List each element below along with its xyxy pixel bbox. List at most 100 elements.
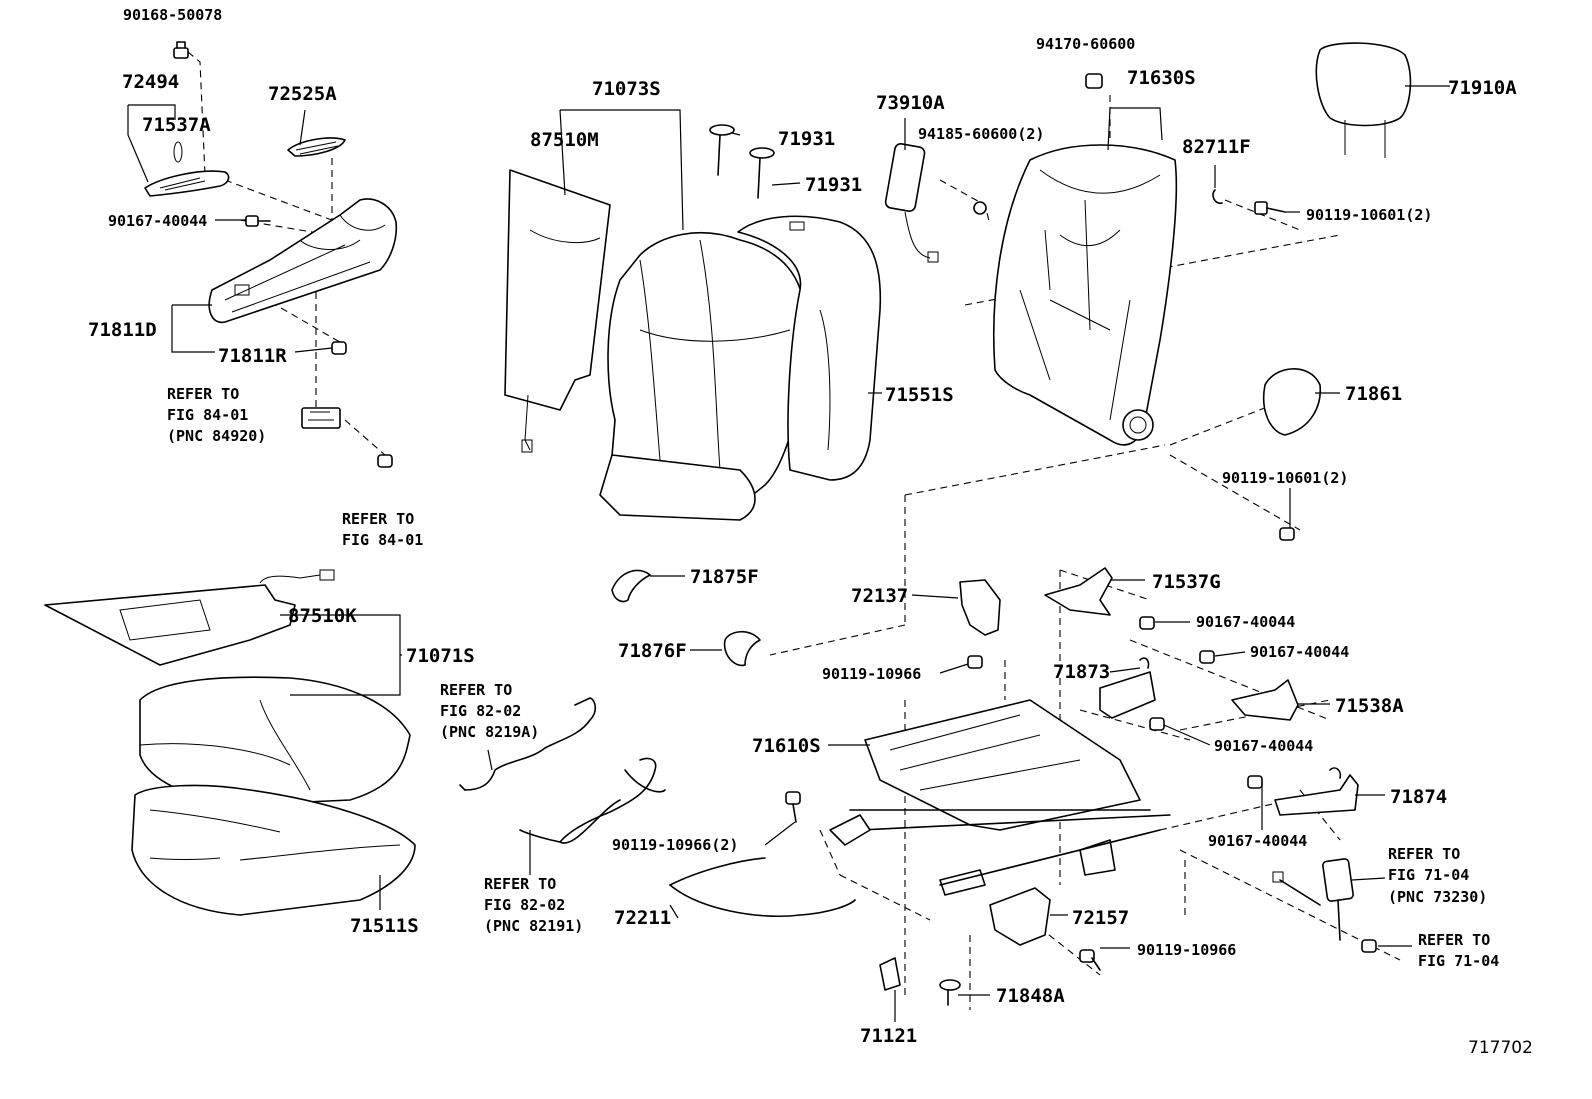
refer-71-04-a-line2: FIG 71-04 — [1388, 866, 1469, 884]
label-87510m: 87510M — [530, 129, 599, 151]
part-labels: 90168-50078 72494 71537A 72525A 90167-40… — [88, 6, 1533, 1058]
bracket-71121 — [879, 957, 901, 991]
seatback-group — [504, 124, 882, 521]
label-71538a: 71538A — [1335, 695, 1404, 717]
label-90119-10966-b: 90119-10966(2) — [612, 836, 738, 854]
label-90119-10601-a: 90119-10601(2) — [1306, 206, 1432, 224]
label-71910a: 71910A — [1448, 77, 1517, 99]
label-90167-40044-e: 90167-40044 — [1208, 832, 1307, 850]
label-73910a: 73910A — [876, 92, 945, 114]
armrest-71811d — [208, 198, 398, 324]
bracket-71537g — [1044, 567, 1113, 616]
seat-track-71610s — [829, 699, 1171, 896]
bolt-90167-40044-d — [1149, 717, 1165, 731]
label-71811d: 71811D — [88, 319, 157, 341]
nut-94170-60600 — [1085, 73, 1103, 89]
refer-82-02-a-line1: REFER TO — [440, 681, 512, 699]
label-72157: 72157 — [1072, 907, 1129, 929]
label-94185-60600: 94185-60600(2) — [918, 125, 1044, 143]
label-82711f: 82711F — [1182, 136, 1251, 158]
bolt-90167-40044-b — [1139, 616, 1155, 630]
label-94170-60600: 94170-60600 — [1036, 35, 1135, 53]
refer-71-04-a-line3: (PNC 73230) — [1388, 888, 1487, 906]
clip-71931-b — [749, 147, 775, 199]
label-72137: 72137 — [851, 585, 908, 607]
label-90119-10966-c: 90119-10966 — [1137, 941, 1236, 959]
headrest-71910a — [1315, 42, 1412, 158]
bracket-71538a — [1231, 679, 1299, 721]
refer-82-02-b-line3: (PNC 82191) — [484, 917, 583, 935]
label-71121: 71121 — [860, 1025, 917, 1047]
cover-72525a — [287, 137, 346, 157]
cover-71875f — [611, 569, 651, 603]
clip-82711f — [1212, 189, 1223, 205]
cushion-group — [44, 569, 416, 916]
label-71811r: 71811R — [218, 345, 287, 367]
label-71630s: 71630S — [1127, 67, 1196, 89]
label-71071s: 71071S — [406, 645, 475, 667]
buckle-73230 — [1272, 858, 1354, 941]
bracket-71873 — [1099, 657, 1156, 719]
label-90167-40044-c: 90167-40044 — [1250, 643, 1349, 661]
label-71931-a: 71931 — [778, 128, 835, 150]
clip-71931-a — [709, 124, 735, 176]
cover-72137 — [959, 579, 1001, 636]
wire-72211 — [669, 857, 856, 918]
refer-82-02-b-line1: REFER TO — [484, 875, 556, 893]
bracket-71874 — [1274, 767, 1359, 816]
nut-94185-60600 — [973, 201, 987, 215]
pad-71551s — [737, 215, 882, 481]
label-87510k: 87510K — [288, 605, 357, 627]
armrest-cover-71537a — [144, 141, 230, 197]
refer-84-01-a-line1: REFER TO — [167, 385, 239, 403]
harness-82191 — [519, 757, 666, 844]
label-71537g: 71537G — [1152, 571, 1221, 593]
bolt-90167-40044-c — [1199, 650, 1215, 664]
armrest-group — [144, 41, 398, 468]
bolt-90168-50078 — [173, 41, 189, 59]
label-71551s: 71551S — [885, 384, 954, 406]
bolt-90119-10966-a — [967, 655, 983, 669]
label-71876f: 71876F — [618, 640, 687, 662]
bolt-90119-10966-c — [1079, 949, 1101, 971]
refer-84-01-a-line3: (PNC 84920) — [167, 427, 266, 445]
label-71073s: 71073S — [592, 78, 661, 100]
small-parts — [459, 567, 1377, 1006]
label-72525a: 72525A — [268, 83, 337, 105]
frame-group — [884, 42, 1412, 541]
bolt-90167-40044-e — [1247, 775, 1263, 789]
heater-87510m — [504, 169, 611, 453]
label-71875f: 71875F — [690, 566, 759, 588]
frame-71630s — [993, 144, 1178, 446]
harness-8219a — [459, 697, 597, 791]
label-90167-40044-d: 90167-40044 — [1214, 737, 1313, 755]
refer-84-01-b-line2: FIG 84-01 — [342, 531, 423, 549]
bolt-90167-40044-a — [245, 215, 271, 227]
cover-71861 — [1262, 368, 1322, 436]
diagram-id: 717702 — [1468, 1038, 1533, 1058]
refer-82-02-a-line3: (PNC 8219A) — [440, 723, 539, 741]
refer-71-04-b-line2: FIG 71-04 — [1418, 952, 1499, 970]
label-90119-10601-b: 90119-10601(2) — [1222, 469, 1348, 487]
switch-84920 — [301, 407, 341, 429]
cover-72157 — [989, 887, 1051, 946]
pin-71848a — [939, 979, 961, 1006]
label-71848a: 71848A — [996, 985, 1065, 1007]
label-71931-b: 71931 — [805, 174, 862, 196]
cover-71073s — [599, 232, 806, 521]
label-71874: 71874 — [1390, 786, 1447, 808]
label-71610s: 71610S — [752, 735, 821, 757]
label-72494: 72494 — [122, 71, 179, 93]
nut-71-04 — [1361, 939, 1377, 953]
refer-84-01-a-line2: FIG 84-01 — [167, 406, 248, 424]
label-90167-40044-a: 90167-40044 — [108, 212, 207, 230]
label-72211: 72211 — [614, 907, 671, 929]
bolt-90119-10601-b — [1279, 527, 1295, 541]
bolt-90119-10966-b — [785, 791, 801, 823]
refer-84-01-b-line1: REFER TO — [342, 510, 414, 528]
label-71861: 71861 — [1345, 383, 1402, 405]
label-71537a: 71537A — [142, 114, 211, 136]
refer-82-02-b-line2: FIG 82-02 — [484, 896, 565, 914]
refer-71-04-b-line1: REFER TO — [1418, 931, 1490, 949]
